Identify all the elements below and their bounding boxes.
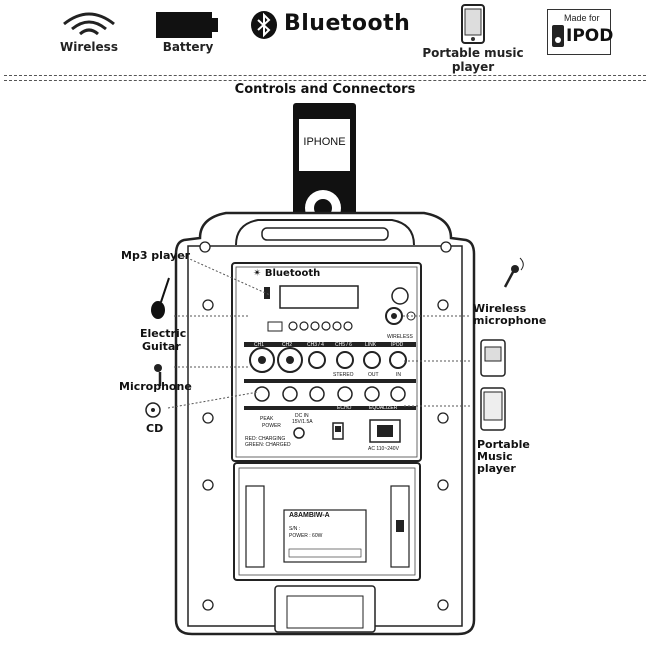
serial-number-label: S/N : — [289, 526, 301, 532]
label-peak: PEAK — [260, 416, 274, 422]
label-equalizer: EQUALIZER — [369, 405, 398, 411]
feature-wireless: Wireless — [52, 8, 126, 56]
label-cd: CD — [146, 422, 164, 435]
model-number: A8AMBIW-A — [289, 512, 330, 519]
ipod-logo-icon — [552, 25, 564, 47]
feature-made-for-ipod: Made for IPOD — [547, 9, 614, 55]
label-microphone: Microphone — [119, 380, 192, 393]
power-rating: POWER : 60W — [289, 533, 323, 539]
microphone-icon — [154, 364, 162, 386]
iphone-screen — [299, 119, 350, 171]
panel-bluetooth-logo: ✴ Bluetooth — [253, 268, 320, 279]
label-in: IN — [396, 372, 401, 378]
knob-2 — [282, 386, 298, 402]
panel-brand: Bluetooth — [264, 268, 321, 279]
feature-bluetooth: Bluetooth — [250, 8, 420, 44]
knob-5 — [364, 386, 380, 402]
accessory-strip-left — [245, 485, 265, 568]
ipod-text: IPOD — [566, 26, 614, 46]
label-portable-player-2: Music — [477, 450, 513, 463]
label-portable-player-3: player — [477, 462, 516, 475]
knob-6 — [390, 386, 406, 402]
wireless-volume-knob — [391, 287, 409, 305]
knob-3 — [309, 386, 325, 402]
knob-4 — [337, 386, 353, 402]
portable-music-player-icon — [480, 387, 506, 431]
dc-in-jack — [293, 427, 305, 439]
cd-icon — [145, 402, 161, 418]
label-dc-in: DC IN — [295, 413, 309, 419]
iphone-label: IPHONE — [303, 136, 346, 148]
label-ch3: CH3 / 4 — [307, 342, 324, 348]
wireless-icon — [63, 12, 115, 36]
control-panel — [231, 262, 422, 462]
label-link: LINK — [365, 342, 377, 348]
label-ac: AC 110~240V — [368, 446, 399, 452]
receiver-pack-icon — [480, 339, 506, 377]
label-wireless-microphone-1: Wireless — [473, 302, 527, 315]
panel-bluetooth-icon: ✴ — [253, 268, 262, 279]
wireless-microphone-icon — [503, 257, 524, 288]
label-charged: GREEN: CHARGED — [245, 442, 291, 448]
label-ch5: CH5 / 6 — [335, 342, 352, 348]
made-for-text: Made for — [564, 13, 600, 23]
label-stereo: STEREO — [333, 372, 354, 378]
battery-icon — [156, 12, 218, 38]
bluetooth-icon — [251, 11, 277, 39]
label-ch2: CH2 — [282, 342, 293, 348]
jack-ch5 — [336, 351, 354, 369]
label-mp3-player: Mp3 player — [121, 249, 191, 262]
wireless-label: Wireless — [60, 40, 118, 54]
feature-portable-player: Portable music player — [418, 4, 528, 76]
label-ch1: CH1 — [254, 342, 265, 348]
label-dc-rating: 15V/1.5A — [292, 419, 313, 425]
jack-ch3 — [308, 351, 326, 369]
panel-wireless-label: WIRELESS — [387, 334, 413, 340]
carry-handle — [235, 219, 415, 246]
section-title: Controls and Connectors — [234, 82, 416, 97]
label-power: POWER — [262, 423, 281, 429]
speaker-base — [274, 585, 376, 633]
mp3-display — [279, 285, 359, 309]
jack-link — [363, 351, 381, 369]
guitar-icon — [151, 277, 170, 319]
jack-ipod — [389, 351, 407, 369]
music-player-icon — [461, 4, 485, 44]
label-echo: ECHO — [337, 405, 352, 411]
separator-bottom — [4, 80, 646, 81]
label-electric-guitar-1: Electric — [140, 327, 187, 340]
portable-player-label-line2: player — [451, 60, 495, 74]
bluetooth-wordmark: Bluetooth — [284, 11, 411, 36]
feature-battery: Battery — [152, 8, 224, 56]
separator-top — [4, 75, 646, 76]
label-portable-player-1: Portable — [477, 438, 530, 451]
battery-label: Battery — [162, 40, 214, 54]
knob-1 — [254, 386, 270, 402]
label-electric-guitar-2: Guitar — [142, 340, 181, 353]
portable-player-label-line1: Portable music — [422, 46, 524, 60]
label-wireless-microphone-2: microphone — [473, 314, 547, 327]
model-label-plate — [283, 509, 367, 563]
label-out: OUT — [368, 372, 379, 378]
label-charging: RED: CHARGING — [245, 436, 286, 442]
label-ipod: IPOD — [391, 342, 404, 348]
